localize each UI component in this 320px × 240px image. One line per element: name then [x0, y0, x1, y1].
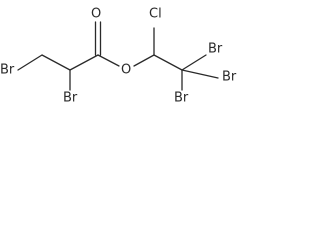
atom-cl: Cl [149, 7, 162, 22]
bond-c3-o-ester [97, 54, 120, 67]
atom-o-carbonyl: O [91, 7, 101, 22]
bond-c2-c3 [69, 54, 99, 71]
chemical-structure-diagram: Br Br O O Cl Br Br Br [0, 7, 237, 106]
bond-br-c1 [17, 54, 43, 71]
atom-br-right-bottom: Br [174, 91, 189, 106]
atom-br-left: Br [0, 63, 15, 78]
bond-o-ester-c4 [133, 54, 155, 67]
atom-br-right-top: Br [208, 42, 223, 57]
bond-c5-br-top [181, 54, 207, 71]
bond-c4-c5 [153, 54, 183, 71]
atom-o-ester: O [121, 63, 131, 78]
atom-br-middle: Br [63, 91, 78, 106]
atom-br-right-mid: Br [222, 70, 237, 85]
bond-c5-br-mid [181, 69, 219, 79]
bond-c1-c2 [41, 54, 71, 71]
